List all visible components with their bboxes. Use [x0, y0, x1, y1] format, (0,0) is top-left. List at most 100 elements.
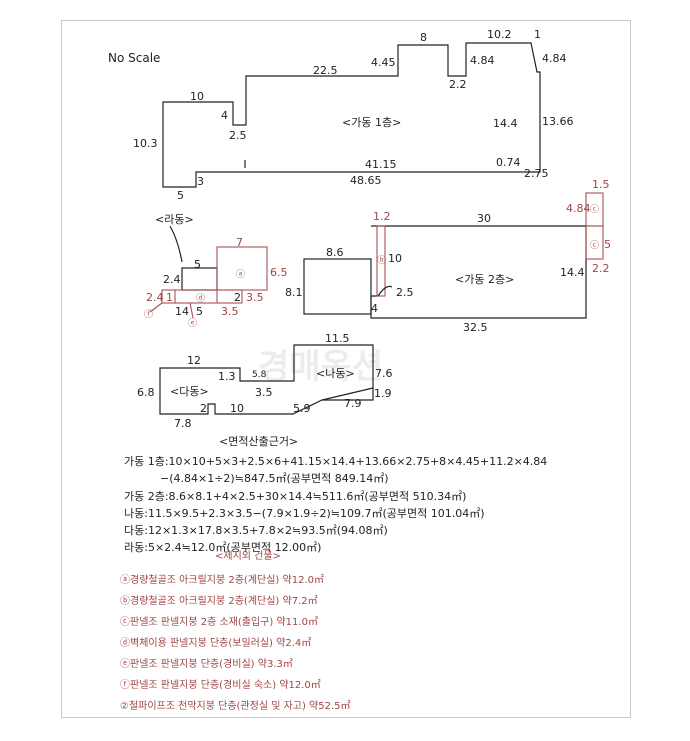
marker-e: ⓔ — [188, 318, 197, 329]
dim: 10.3 — [133, 137, 158, 150]
dim: 4 — [221, 109, 228, 122]
annex-d-e — [161, 289, 243, 304]
dim: 13.66 — [542, 115, 574, 128]
annex-item: ⓕ판넬조 판넬지붕 단층(경비실 숙소) 약12.0㎡ — [120, 680, 321, 691]
dim: 30 — [477, 212, 491, 225]
annex-b — [376, 225, 386, 297]
annex-item: ⓐ경량철골조 아크릴지붕 2층(계단실) 약12.0㎡ — [120, 575, 324, 586]
marker-b: ⓑ — [377, 255, 386, 266]
annex-item: ⓑ경량철골조 아크릴지붕 2층(계단실) 약7.2㎡ — [120, 596, 318, 607]
dim: 4.84 — [542, 52, 567, 65]
marker-d: ⓓ — [196, 293, 205, 304]
ra-title: <라동> — [155, 213, 194, 226]
annex-item: ⓓ벽체이용 판넬지붕 단층(보일러실) 약2.4㎡ — [120, 638, 312, 649]
drawing-frame — [61, 20, 631, 718]
annex-pointer — [189, 302, 194, 319]
dim: 7 — [236, 236, 243, 249]
dim: 10 — [230, 402, 244, 415]
marker-f: ⓕ — [144, 309, 153, 320]
dim: 12 — [187, 354, 201, 367]
dim: 3.5 — [221, 305, 239, 318]
dim: 8 — [420, 31, 427, 44]
dim: 14 — [175, 305, 189, 318]
dim: 22.5 — [313, 64, 338, 77]
dim: 10.2 — [487, 28, 512, 41]
calc-row: 나동:11.5×9.5+2.3×3.5−(7.9×1.9÷2)≒109.7㎡(공… — [124, 507, 485, 520]
dim: 8.1 — [285, 286, 303, 299]
dim: 10 — [190, 90, 204, 103]
annex-item: ②철파이프조 천막지붕 단층(관정실 및 자고) 약52.5㎡ — [120, 701, 351, 712]
dim: 2.4 — [163, 273, 181, 286]
notes-heading: <제시외 건물> — [215, 551, 281, 562]
dim: 5 — [177, 189, 184, 202]
ra-pointer — [169, 225, 183, 263]
calc-row: 가동 2층:8.6×8.1+4×2.5+30×14.4≒511.6㎡(공부면적 … — [124, 490, 467, 503]
dim: 8.6 — [326, 246, 344, 259]
dim: 1.3 — [218, 370, 236, 383]
dim: 3 — [197, 175, 204, 188]
dim: 1.2 — [373, 210, 391, 223]
na-label: <나동> — [316, 367, 355, 380]
calc-row: −(4.84×1÷2)≒847.5㎡(공부면적 849.14㎡) — [160, 472, 389, 485]
dim: 4.84 — [470, 54, 495, 67]
watermark: 경매옥션 — [258, 347, 383, 387]
marker-c: ⓒ — [590, 240, 599, 251]
dim: 48.65 — [350, 174, 382, 187]
dim: 6.8 — [137, 386, 155, 399]
dim: 5 — [194, 258, 201, 271]
annex-f-pointer — [149, 302, 163, 313]
da-label: <다동> — [170, 385, 209, 398]
dim: 4 — [371, 302, 378, 315]
ga2-label: <가동 2층> — [455, 273, 514, 286]
dim: 1.5 — [592, 178, 610, 191]
dim: 6.5 — [270, 266, 288, 279]
dim: 3.5 — [246, 291, 264, 304]
dim: 2.2 — [592, 262, 610, 275]
dim: 1 — [166, 291, 173, 304]
marker-a: ⓐ — [236, 269, 245, 280]
dim: 4.45 — [371, 56, 396, 69]
dim: 41.15 — [365, 158, 397, 171]
dim: 2.2 — [449, 78, 467, 91]
dim: 2 — [200, 402, 207, 415]
dim: 5 — [196, 305, 203, 318]
dim: 2.5 — [229, 129, 247, 142]
scale-note: No Scale — [108, 51, 160, 65]
dim: 5 — [604, 238, 611, 251]
dim: 32.5 — [463, 321, 488, 334]
dim: 7.8 — [174, 417, 192, 430]
dim: 2 — [234, 291, 241, 304]
dim: 7.9 — [344, 397, 362, 410]
dim: 5.9 — [293, 402, 311, 415]
calc-row: 가동 1층:10×10+5×3+2.5×6+41.15×14.4+13.66×2… — [124, 455, 548, 468]
ra-outline — [181, 267, 218, 291]
calc-heading: <면적산출근거> — [219, 435, 299, 448]
dim: 0.74 — [496, 156, 521, 169]
dim: 1 — [534, 28, 541, 41]
dim: 14.4 — [560, 266, 585, 279]
dim: 2.4 — [146, 291, 164, 304]
ga2-pointer — [377, 285, 393, 297]
dim: 5.8 — [252, 370, 267, 380]
calc-row: 라동:5×2.4≒12.0㎡(공부면적 12.00㎡) — [124, 541, 322, 554]
annex-item: ⓒ판넬조 판넬지붕 2층 소재(출입구) 약11.0㎡ — [120, 617, 318, 628]
dim: 7.6 — [375, 367, 393, 380]
dim: 14.4 — [493, 117, 518, 130]
ga2-outline — [370, 225, 587, 319]
marker-c: ⓒ — [590, 204, 599, 215]
da-na-outline — [159, 344, 374, 415]
annex-item: ⓔ판넬조 판넬지붕 단층(경비실) 약3.3㎡ — [120, 659, 293, 670]
dim: 2.5 — [396, 286, 414, 299]
dim: 11.5 — [325, 332, 350, 345]
dim: 4.84 — [566, 202, 591, 215]
ga2-block-left — [303, 258, 372, 315]
ga1-outline — [162, 42, 541, 188]
annex-c-lower — [585, 225, 604, 260]
na-diagonal — [321, 387, 374, 401]
annex-a — [216, 246, 268, 291]
dim: 1.9 — [374, 387, 392, 400]
ga1-label: <가동 1층> — [342, 116, 401, 129]
calc-row: 다동:12×1.3×17.8×3.5+7.8×2≒93.5㎡(94.08㎡) — [124, 524, 388, 537]
dim: 10 — [388, 252, 402, 265]
